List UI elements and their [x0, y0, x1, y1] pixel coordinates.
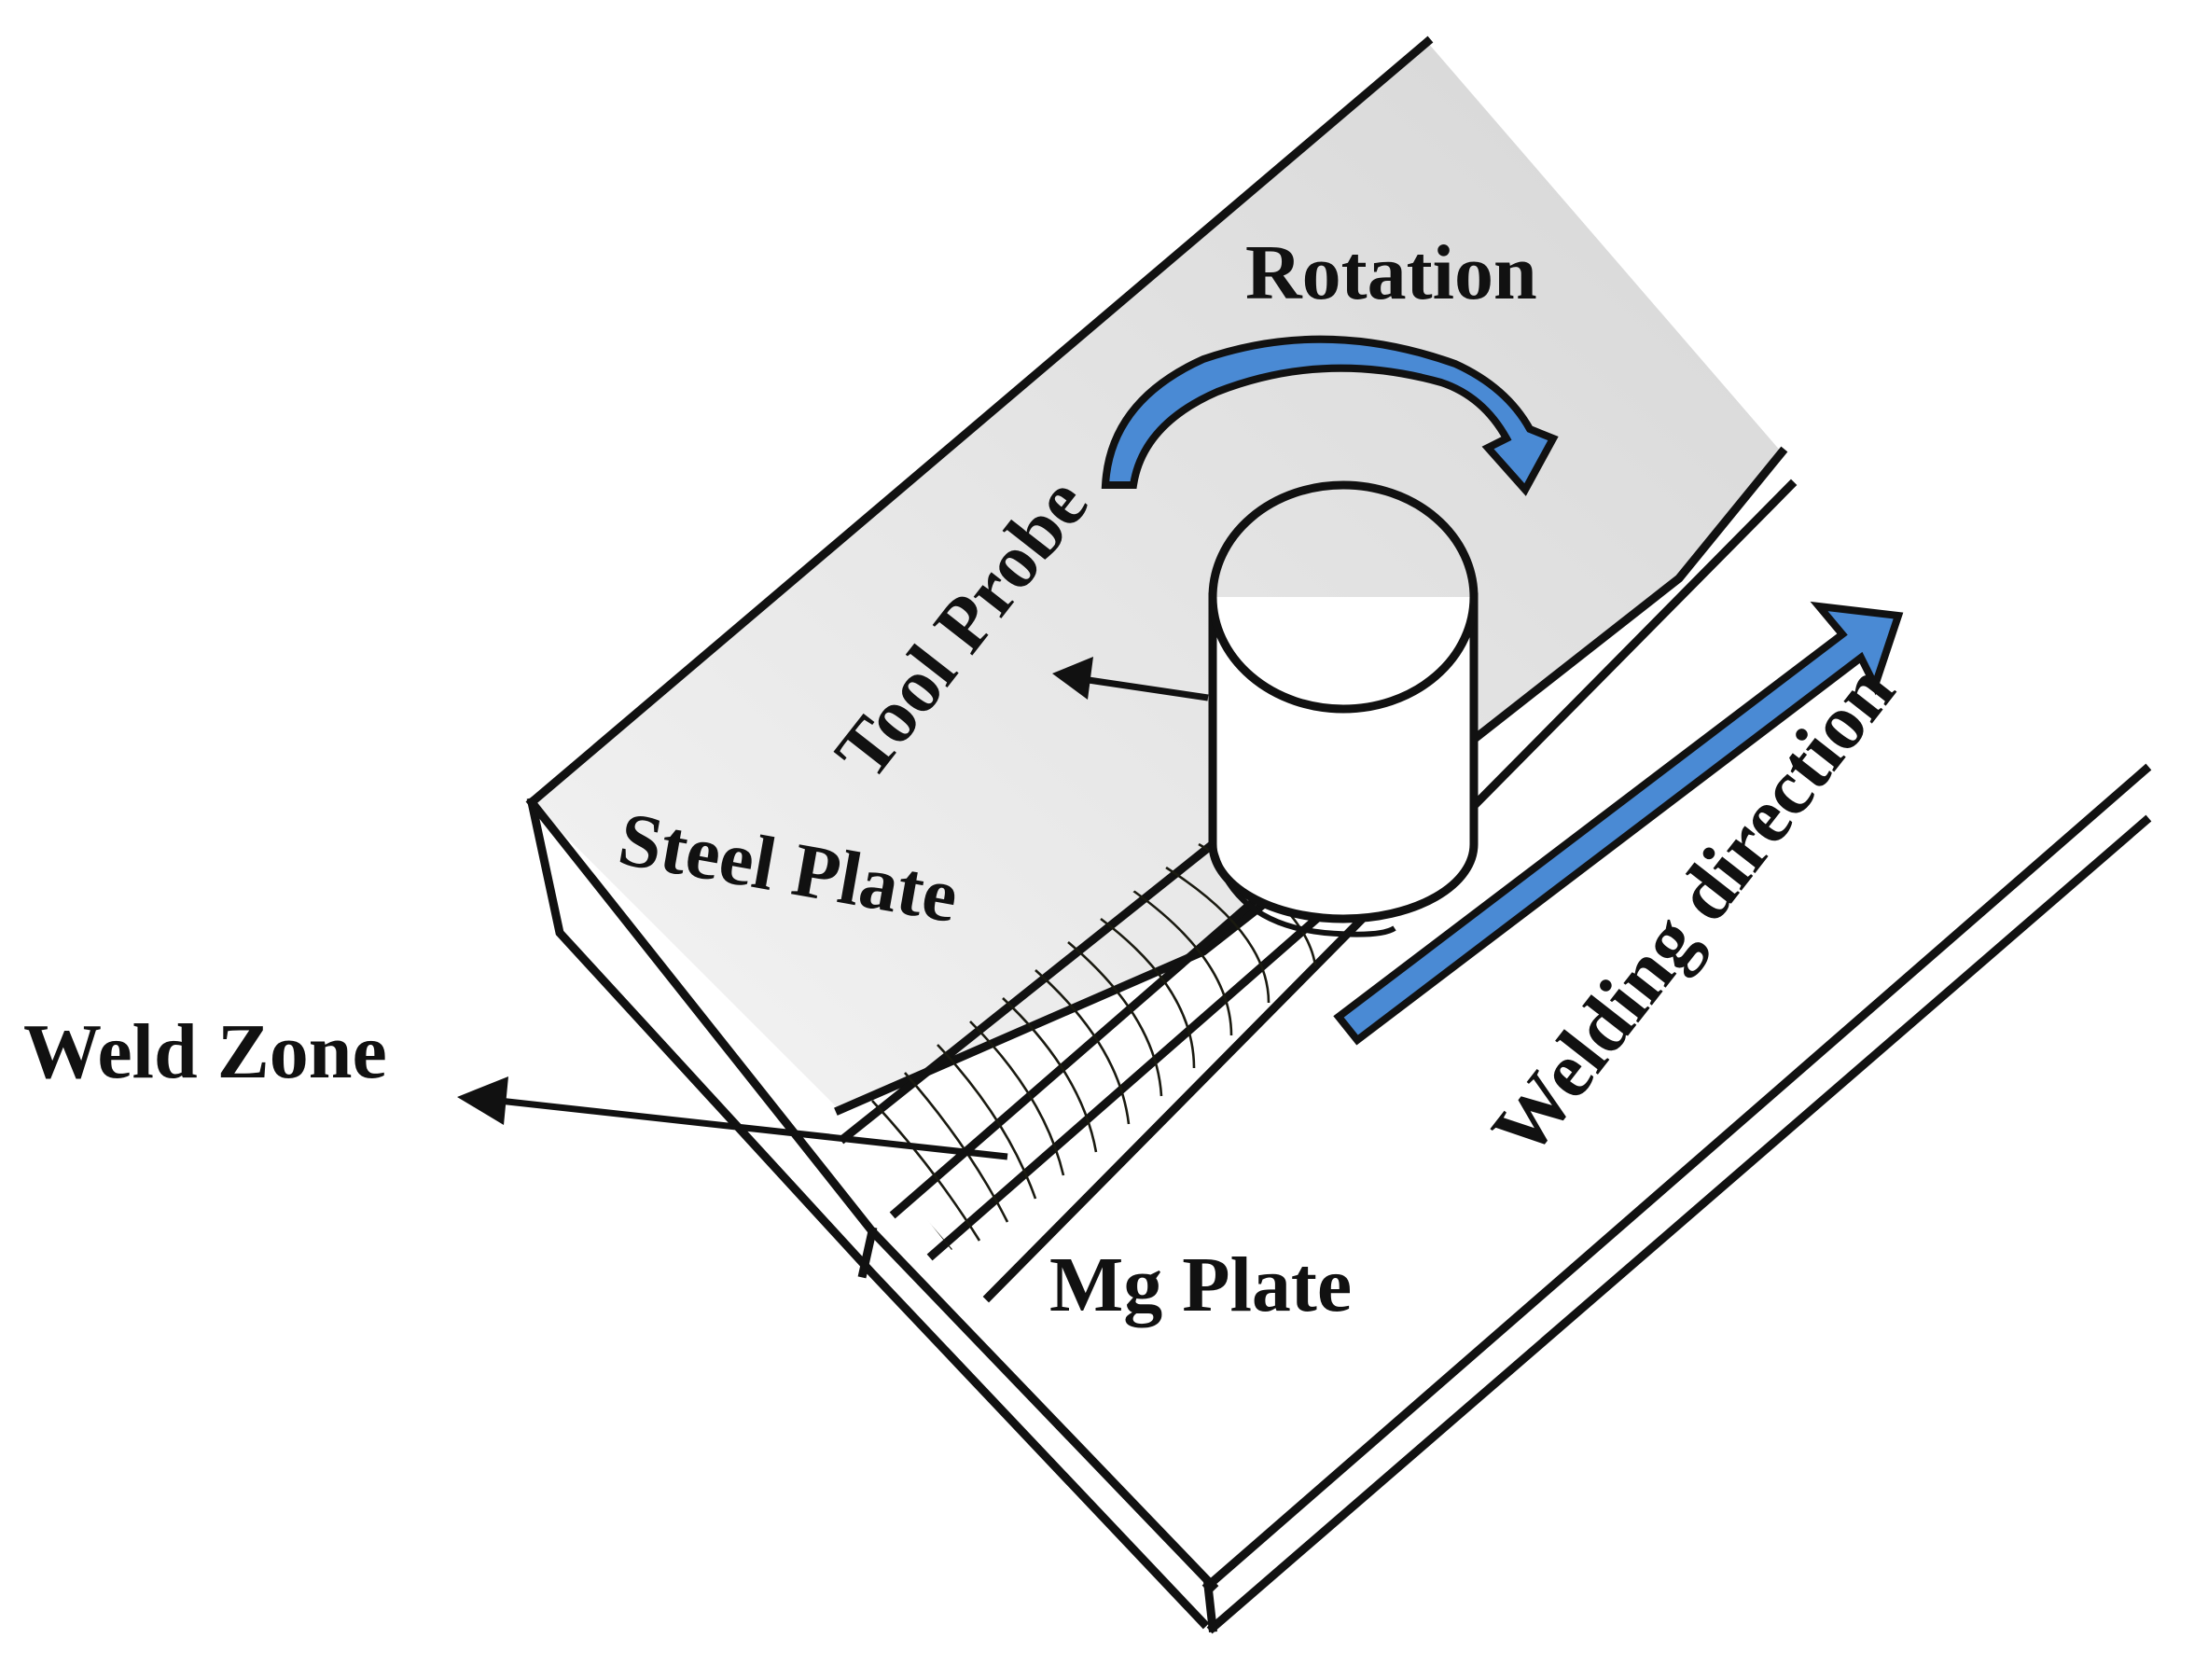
- steel-plate-surface: [532, 42, 1782, 1110]
- mg-plate-corner: [1203, 1581, 1217, 1632]
- weld-zone-label: Weld Zone: [23, 1008, 387, 1095]
- tool-probe-leader-arrowhead-icon: [1052, 657, 1093, 700]
- steel-plate-back-edge: [525, 35, 1434, 809]
- plate-front-face: [526, 797, 1210, 1630]
- weld-seam-line-3: [838, 838, 1219, 1145]
- weld-zone-leader-arrowhead-icon: [457, 1076, 508, 1125]
- mg-plate-label: Mg Plate: [1049, 1242, 1352, 1328]
- welding-direction-label: Welding direction: [1476, 648, 1911, 1173]
- plate-corner-line: [857, 1226, 878, 1279]
- tool-probe-cylinder: [1208, 480, 1479, 937]
- mg-plate-edge-outer-bottom: [1206, 814, 2152, 1634]
- tool-probe-leader-line: [1081, 675, 1209, 701]
- rotation-arrow-icon: [1101, 335, 1559, 496]
- rotation-label: Rotation: [1245, 229, 1537, 316]
- weld-zone-leader-line: [498, 1097, 1008, 1160]
- welding-direction-arrow-icon: [1333, 601, 1904, 1046]
- weld-seam-line-1: [889, 866, 1294, 1219]
- weld-seam-line-2: [926, 889, 1350, 1261]
- mg-plate-edge-outer-top: [1201, 763, 2152, 1592]
